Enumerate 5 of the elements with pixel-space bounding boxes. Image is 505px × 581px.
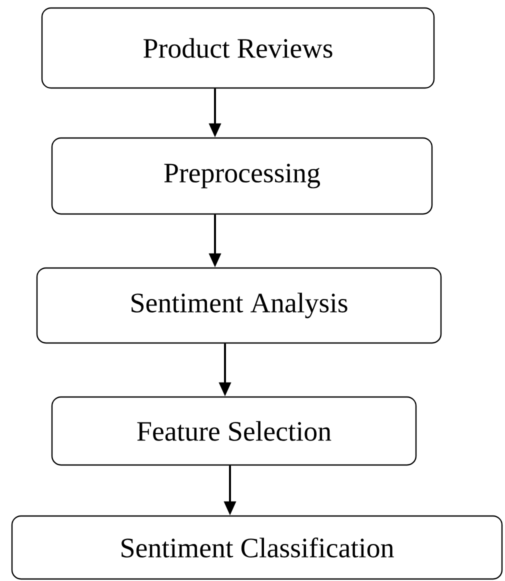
process-box: Product Reviews xyxy=(41,7,435,89)
process-box: Sentiment Analysis xyxy=(36,267,442,344)
process-box: Preprocessing xyxy=(51,137,433,215)
process-box: Feature Selection xyxy=(51,396,417,466)
process-box: Sentiment Classification xyxy=(11,515,503,580)
